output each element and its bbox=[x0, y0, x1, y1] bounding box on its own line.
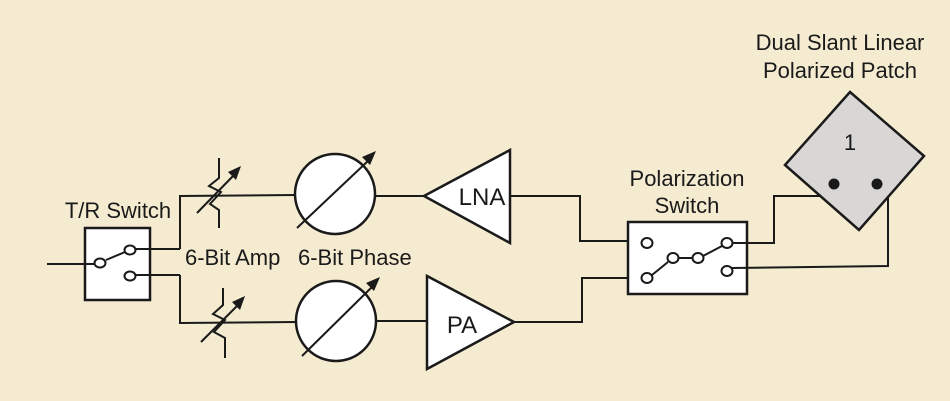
switch-node bbox=[123, 270, 137, 282]
switch-node bbox=[123, 244, 137, 256]
tr-switch bbox=[83, 226, 180, 302]
switch-node bbox=[691, 252, 705, 264]
tr-switch-label: T/R Switch bbox=[65, 198, 171, 223]
pa-block: PA bbox=[425, 273, 517, 372]
phase-label: 6-Bit Phase bbox=[298, 245, 412, 270]
patch-feed-1-wire bbox=[732, 195, 820, 244]
rx-phase-shifter-icon bbox=[293, 151, 377, 236]
pa-label: PA bbox=[447, 312, 477, 339]
patch-antenna: 1 bbox=[783, 90, 926, 232]
polarization-switch bbox=[626, 220, 749, 296]
patch-label-line2: Polarized Patch bbox=[763, 58, 917, 83]
lna-block: LNA bbox=[421, 147, 512, 246]
patch-label-line1: Dual Slant Linear bbox=[756, 30, 925, 55]
amp-label: 6-Bit Amp bbox=[185, 245, 280, 270]
tx-attenuator-icon bbox=[200, 288, 245, 358]
lna-label: LNA bbox=[459, 184, 506, 211]
switch-node bbox=[640, 237, 654, 249]
switch-node bbox=[666, 252, 680, 264]
switch-node bbox=[720, 265, 734, 277]
pa-out-wire bbox=[514, 277, 630, 323]
rx-attenuator-icon bbox=[196, 158, 241, 228]
tx-wire bbox=[179, 275, 298, 325]
pol-switch-label-line2: Switch bbox=[655, 193, 720, 218]
switch-node bbox=[93, 257, 107, 269]
switch-node bbox=[640, 272, 654, 284]
pol-switch-label-line1: Polarization bbox=[630, 166, 745, 191]
feed-point bbox=[828, 178, 840, 190]
patch-number: 1 bbox=[844, 130, 856, 155]
lna-out-wire bbox=[510, 195, 630, 242]
rx-wire bbox=[179, 194, 296, 249]
feed-point bbox=[871, 178, 883, 190]
switch-node bbox=[720, 237, 734, 249]
patch-feed-2-wire bbox=[731, 198, 889, 269]
